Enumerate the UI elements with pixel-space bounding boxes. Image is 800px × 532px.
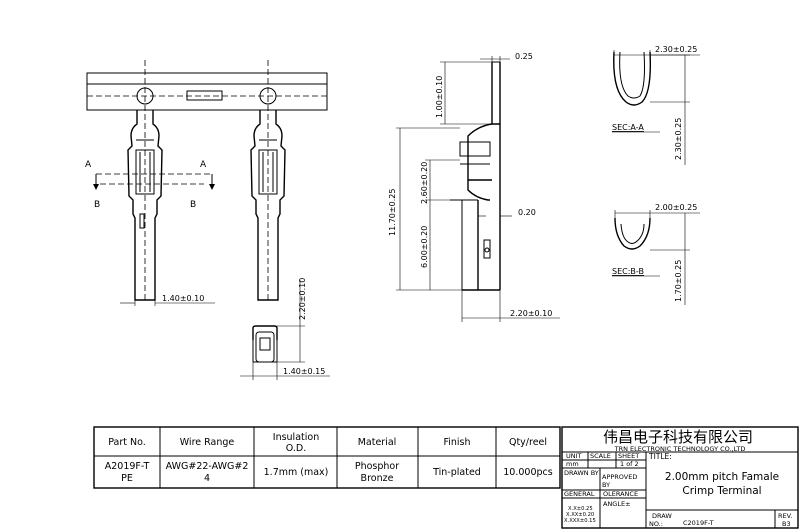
approved-by-label-1: APPROVED	[602, 473, 637, 481]
dim-sec-a-width: 2.30±0.25	[655, 45, 697, 54]
company-name-en: TRN ELECTRONIC TECHNOLOGY CO.,LTD	[614, 445, 746, 453]
section-b-right: B	[190, 200, 196, 210]
drawing-title-line2: Crimp Terminal	[682, 485, 761, 497]
section-b-view	[612, 210, 700, 305]
cell-part-no-1: A2019F-T	[105, 461, 150, 472]
angle-label: ANGLE±	[603, 500, 631, 508]
sec-a-label: SEC:A-A	[612, 123, 644, 132]
dim-sec-b-width: 2.00±0.25	[655, 203, 697, 212]
cell-qty: 10.000pcs	[503, 467, 552, 478]
scale-label: SCALE	[590, 452, 611, 460]
side-view	[396, 56, 560, 322]
cell-wire-range-1: AWG#22-AWG#2	[166, 461, 249, 472]
cell-wire-range-2: 4	[204, 473, 210, 484]
dim-height-3: 6.00±0.20	[420, 226, 429, 268]
hdr-finish: Finish	[443, 437, 470, 448]
dim-top-thickness: 0.25	[515, 52, 533, 61]
sheet-value: 1 of 2	[620, 460, 639, 468]
hdr-wire-range: Wire Range	[180, 437, 235, 448]
hdr-insulation: Insulation	[273, 432, 319, 443]
spec-table	[93, 426, 561, 489]
drawing-number: C2019F-T	[683, 519, 714, 527]
title-label: TITLE:	[648, 452, 672, 461]
hdr-material: Material	[358, 437, 397, 448]
tolerance-2: X.XX±0.20	[566, 512, 594, 518]
section-a-left: A	[85, 160, 92, 170]
title-block	[561, 426, 799, 529]
drawing-title-line1: 2.00mm pitch Famale	[665, 471, 779, 483]
front-view	[86, 60, 328, 306]
drawn-by-label: DRAWN BY	[564, 469, 599, 477]
cell-material-2: Bronze	[361, 473, 394, 484]
dim-sec-a-height: 2.30±0.25	[674, 118, 683, 160]
end-view	[240, 280, 330, 380]
dim-end-height: 2.20±0.10	[298, 278, 307, 320]
hdr-part-no: Part No.	[108, 437, 146, 448]
dim-width-side: 2.20±0.10	[510, 309, 552, 318]
dim-height-1: 1.00±0.10	[435, 76, 444, 118]
sec-b-label: SEC:B-B	[612, 267, 644, 276]
no-label: NO.:	[649, 520, 663, 528]
rev-value: B3	[782, 520, 791, 528]
dim-end-width: 1.40±0.15	[283, 367, 325, 376]
dim-height-overall: 11.70±0.25	[388, 189, 397, 236]
tolerance-label: OLERANCE	[603, 490, 638, 498]
approved-by-label-2: BY	[602, 481, 610, 489]
dim-height-2: 2.60±0.20	[420, 162, 429, 204]
tolerance-3: X.XXX±0.15	[564, 518, 596, 524]
draw-label: DRAW	[652, 512, 672, 520]
hdr-qty: Qty/reel	[509, 437, 547, 448]
dim-thickness-2: 0.20	[518, 208, 536, 217]
general-label: GENERAL	[564, 490, 595, 498]
section-b-left: B	[94, 200, 100, 210]
rev-label: REV.	[778, 512, 792, 520]
cell-finish: Tin-plated	[432, 467, 481, 478]
dim-sec-b-height: 1.70±0.25	[674, 260, 683, 302]
section-a-view	[612, 50, 700, 165]
cell-part-no-2: PE	[121, 473, 133, 484]
unit-label: UNIT	[566, 452, 582, 460]
cell-insulation: 1.7mm (max)	[264, 467, 329, 478]
section-a-right: A	[200, 160, 207, 170]
cell-material-1: Phosphor	[355, 461, 399, 472]
company-name-cn: 伟昌电子科技有限公司	[603, 428, 753, 446]
hdr-insulation-od: O.D.	[286, 443, 306, 454]
sheet-label: SHEET	[618, 452, 639, 460]
dim-width-front: 1.40±0.10	[162, 294, 204, 303]
tolerance-1: X.X±0.25	[568, 506, 593, 512]
unit-value: mm	[566, 460, 579, 468]
